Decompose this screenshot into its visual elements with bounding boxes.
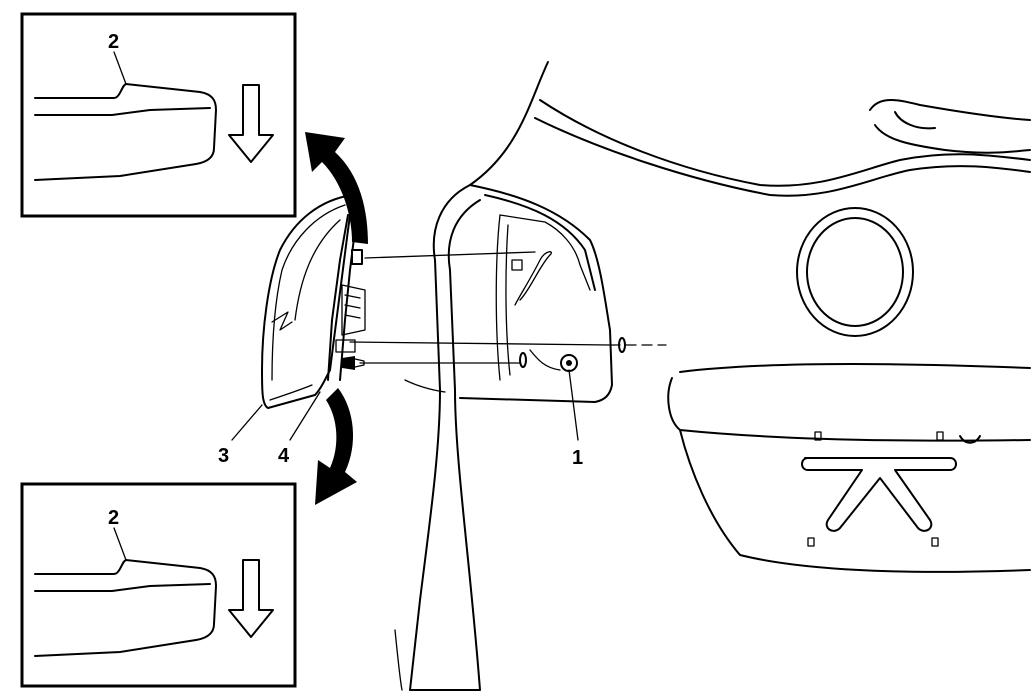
callout-3: 3 [218, 445, 229, 467]
vehicle-body [469, 61, 1031, 573]
callout-1: 1 [572, 447, 583, 469]
curved-arrow-up-icon [305, 132, 368, 244]
callout-2-top: 2 [108, 31, 119, 53]
alignment-lines [349, 251, 667, 364]
lamp-housing [394, 184, 626, 691]
down-arrow-icon [228, 559, 274, 638]
callout-4: 4 [278, 445, 290, 467]
leader-lines [231, 369, 579, 441]
down-arrow-icon [228, 84, 274, 163]
detail-box-top [20, 12, 297, 218]
curved-arrow-down-icon [315, 388, 357, 505]
callout-2-bottom: 2 [108, 507, 119, 529]
tail-lamp-assembly [261, 194, 366, 409]
detail-box-bottom [20, 482, 297, 688]
